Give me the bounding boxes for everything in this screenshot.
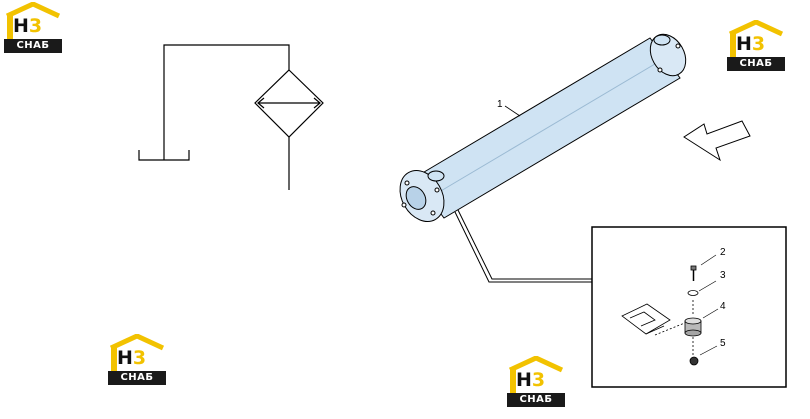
- detail-box: [591, 226, 787, 388]
- detail-parts: [621, 254, 719, 366]
- logo-roof-icon: [109, 334, 165, 372]
- direction-arrow-icon: [683, 120, 751, 162]
- logo-plate: СНАБ: [507, 393, 565, 407]
- logo-letter: H: [516, 369, 532, 391]
- tank-symbol: [138, 150, 190, 161]
- callout-4: 4: [720, 301, 726, 312]
- logo-digit: 3: [751, 33, 766, 55]
- left-port: [427, 170, 445, 182]
- logo-letter: H: [13, 15, 29, 37]
- callout-5: 5: [720, 338, 726, 349]
- right-port: [653, 34, 671, 46]
- logo-roof-icon: [508, 356, 564, 394]
- logo-plate: СНАБ: [4, 39, 62, 53]
- callout-3: 3: [720, 270, 726, 281]
- nut: [689, 356, 699, 366]
- logo-letter: H: [736, 33, 752, 55]
- detail-leader: [454, 209, 592, 283]
- logo-letter: H: [117, 347, 133, 369]
- logo-digit: 3: [28, 15, 43, 37]
- tube-assembly: [399, 33, 687, 222]
- watermark-logo: H3 СНАБ: [507, 356, 565, 408]
- logo-roof-icon: [5, 2, 61, 40]
- watermark-logo: H3 СНАБ: [4, 2, 62, 54]
- filter-symbol-icon: [138, 44, 324, 190]
- logo-digit: 3: [132, 347, 147, 369]
- watermark-logo: H3 СНАБ: [108, 334, 166, 386]
- callout-1: 1: [497, 99, 503, 110]
- logo-plate: СНАБ: [727, 57, 785, 71]
- logo-digit: 3: [531, 369, 546, 391]
- rubber-mount: [684, 317, 702, 337]
- watermark-logo: H3 СНАБ: [727, 20, 785, 72]
- leader-1: [504, 105, 521, 117]
- bolt: [690, 265, 697, 281]
- logo-plate: СНАБ: [108, 371, 166, 385]
- logo-roof-icon: [728, 20, 784, 58]
- callout-2: 2: [720, 247, 726, 258]
- mounting-bracket: [621, 303, 671, 335]
- washer: [687, 290, 699, 296]
